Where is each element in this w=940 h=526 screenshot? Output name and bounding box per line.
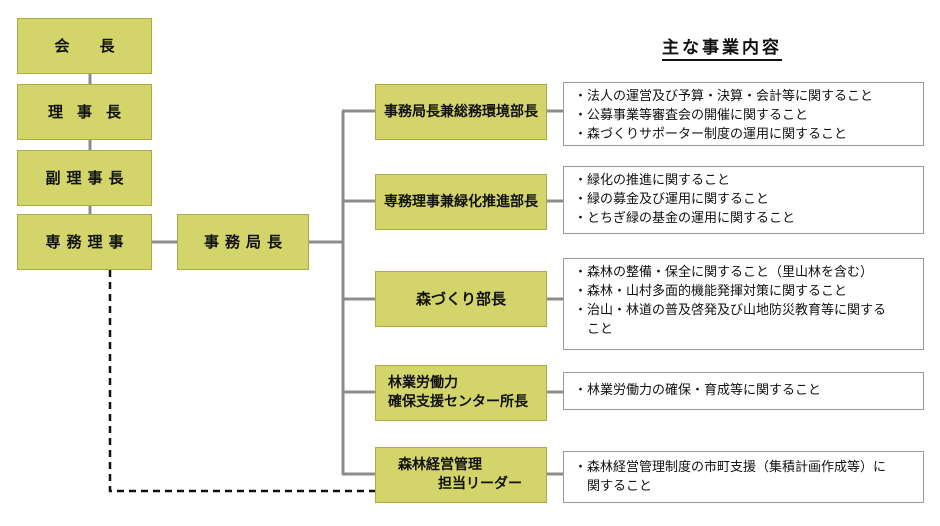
dept-box-1: 事務局長兼総務環境部長	[375, 84, 547, 140]
node-rijicho-label: 理事長	[47, 102, 135, 121]
duty-1-2: ・公募事業等審査会の開催に関すること	[574, 108, 809, 123]
duty-1-1: ・法人の運営及び予算・決算・会計等に関すること	[574, 89, 874, 104]
dept-name-3: 森づくり部長	[415, 289, 506, 308]
dept-box-2: 専務理事兼緑化推進部長	[375, 174, 547, 230]
dept-box-5: 森林経営管理 担当リーダー	[375, 447, 547, 503]
dept-box-4: 林業労働力 確保支援センター所長	[375, 365, 547, 421]
dept-name-4-line-1: 林業労働力	[388, 375, 458, 392]
duty-3-3: ・治山・林道の普及啓発及び山地防災教育等に関する	[574, 303, 887, 318]
node-rijicho: 理事長	[17, 84, 152, 140]
dept-desc-4: ・林業労働力の確保・育成等に関すること	[563, 372, 924, 410]
node-fuku-rijicho: 副理事長	[17, 150, 152, 206]
dept-name-1: 事務局長兼総務環境部長	[384, 103, 538, 120]
node-kaicho: 会 長	[17, 18, 152, 74]
duty-1-3: ・森づくりサポーター制度の運用に関すること	[574, 127, 848, 142]
dept-box-3: 森づくり部長	[375, 271, 547, 327]
dept-desc-2: ・緑化の推進に関すること ・緑の募金及び運用に関すること ・とちぎ緑の基金の運用…	[563, 166, 924, 234]
node-jimukyokucho-label: 事務局長	[203, 232, 288, 251]
node-fuku-rijicho-label: 副理事長	[45, 168, 130, 187]
node-senmu-riji-label: 専務理事	[45, 232, 130, 251]
duty-2-1: ・緑化の推進に関すること	[574, 173, 731, 188]
dept-name-4-line-2: 確保支援センター所長	[388, 394, 528, 410]
dept-name-5-line-1: 森林経営管理	[398, 457, 482, 474]
node-jimukyokucho: 事務局長	[177, 214, 309, 270]
duty-3-2: ・森林・山村多面的機能発揮対策に関すること	[574, 284, 848, 299]
node-kaicho-label: 会 長	[54, 36, 115, 55]
duty-2-2: ・緑の募金及び運用に関すること	[574, 192, 770, 207]
dept-desc-5: ・森林経営管理制度の市町支援（集積計画作成等）に 関すること	[563, 451, 924, 503]
node-senmu-riji: 専務理事	[17, 214, 152, 270]
connector-dashed	[108, 270, 376, 493]
duty-3-1: ・森林の整備・保全に関すること（里山林を含む）	[574, 265, 874, 280]
dept-name-5-line-2: 担当リーダー	[438, 476, 522, 492]
duty-4-1: ・林業労働力の確保・育成等に関すること	[574, 383, 822, 398]
business-heading: 主な事業内容	[662, 33, 782, 61]
duty-3-4: こと	[574, 322, 614, 337]
duty-5-1: ・森林経営管理制度の市町支援（集積計画作成等）に	[574, 460, 887, 475]
duty-2-3: ・とちぎ緑の基金の運用に関すること	[574, 211, 796, 226]
dept-desc-3: ・森林の整備・保全に関すること（里山林を含む） ・森林・山村多面的機能発揮対策に…	[563, 258, 924, 350]
duty-5-2: 関すること	[574, 479, 653, 494]
dept-desc-1: ・法人の運営及び予算・決算・会計等に関すること ・公募事業等審査会の開催に関する…	[563, 82, 924, 146]
dept-name-2: 専務理事兼緑化推進部長	[384, 193, 538, 210]
